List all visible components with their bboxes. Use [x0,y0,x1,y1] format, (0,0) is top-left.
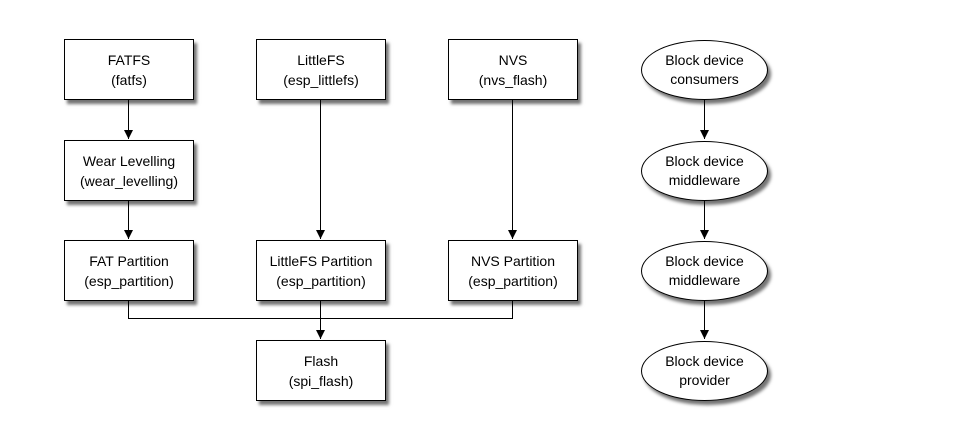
node-block-device-consumers: Block device consumers [641,40,768,100]
node-line1: Block device [665,253,744,269]
node-subtitle: (nvs_flash) [478,71,548,88]
node-fat-partition: FAT Partition (esp_partition) [64,240,194,301]
node-nvs: NVS (nvs_flash) [448,39,578,100]
node-fatfs: FATFS (fatfs) [64,39,194,100]
node-line1: Block device [665,153,744,169]
node-title: NVS Partition [470,252,556,269]
node-littlefs-partition: LittleFS Partition (esp_partition) [256,240,386,301]
node-line2: provider [679,372,730,388]
node-block-device-middleware-1: Block device middleware [641,141,768,201]
node-subtitle: (spi_flash) [288,372,354,389]
node-subtitle: (esp_littlefs) [283,71,359,88]
node-nvs-partition: NVS Partition (esp_partition) [448,240,578,301]
node-title: Flash [303,352,339,369]
node-flash: Flash (spi_flash) [256,340,386,401]
node-block-device-provider: Block device provider [641,341,768,401]
node-subtitle: (wear_levelling) [79,172,179,189]
node-littlefs: LittleFS (esp_littlefs) [256,39,386,100]
node-line2: middleware [668,272,741,288]
node-line1: Block device [665,353,744,369]
node-wear-levelling: Wear Levelling (wear_levelling) [64,140,194,201]
node-title: LittleFS [297,51,345,68]
node-title: FAT Partition [89,252,169,269]
node-title: LittleFS Partition [269,252,373,269]
node-line1: Block device [665,52,744,68]
node-subtitle: (esp_partition) [468,272,558,289]
node-title: Wear Levelling [82,152,176,169]
node-block-device-middleware-2: Block device middleware [641,241,768,301]
node-title: FATFS [107,51,151,68]
node-subtitle: (esp_partition) [84,272,174,289]
node-subtitle: (fatfs) [111,71,147,88]
node-subtitle: (esp_partition) [276,272,366,289]
node-title: NVS [498,51,528,68]
node-line2: consumers [670,71,739,87]
node-line2: middleware [668,172,741,188]
